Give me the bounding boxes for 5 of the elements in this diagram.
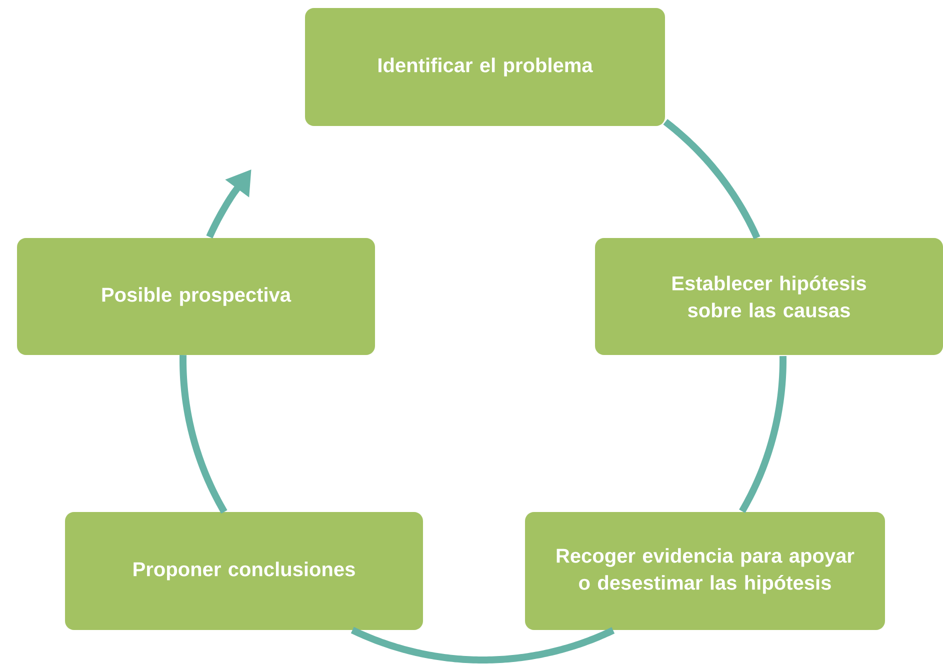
process-box: Proponer conclusiones — [65, 512, 423, 630]
process-box: Establecer hipótesis sobre las causas — [595, 238, 943, 355]
process-box: Identificar el problema — [305, 8, 665, 126]
process-box: Posible prospectiva — [17, 238, 375, 355]
process-box: Recoger evidencia para apoyar o desestimar las hipótesis — [525, 512, 885, 630]
